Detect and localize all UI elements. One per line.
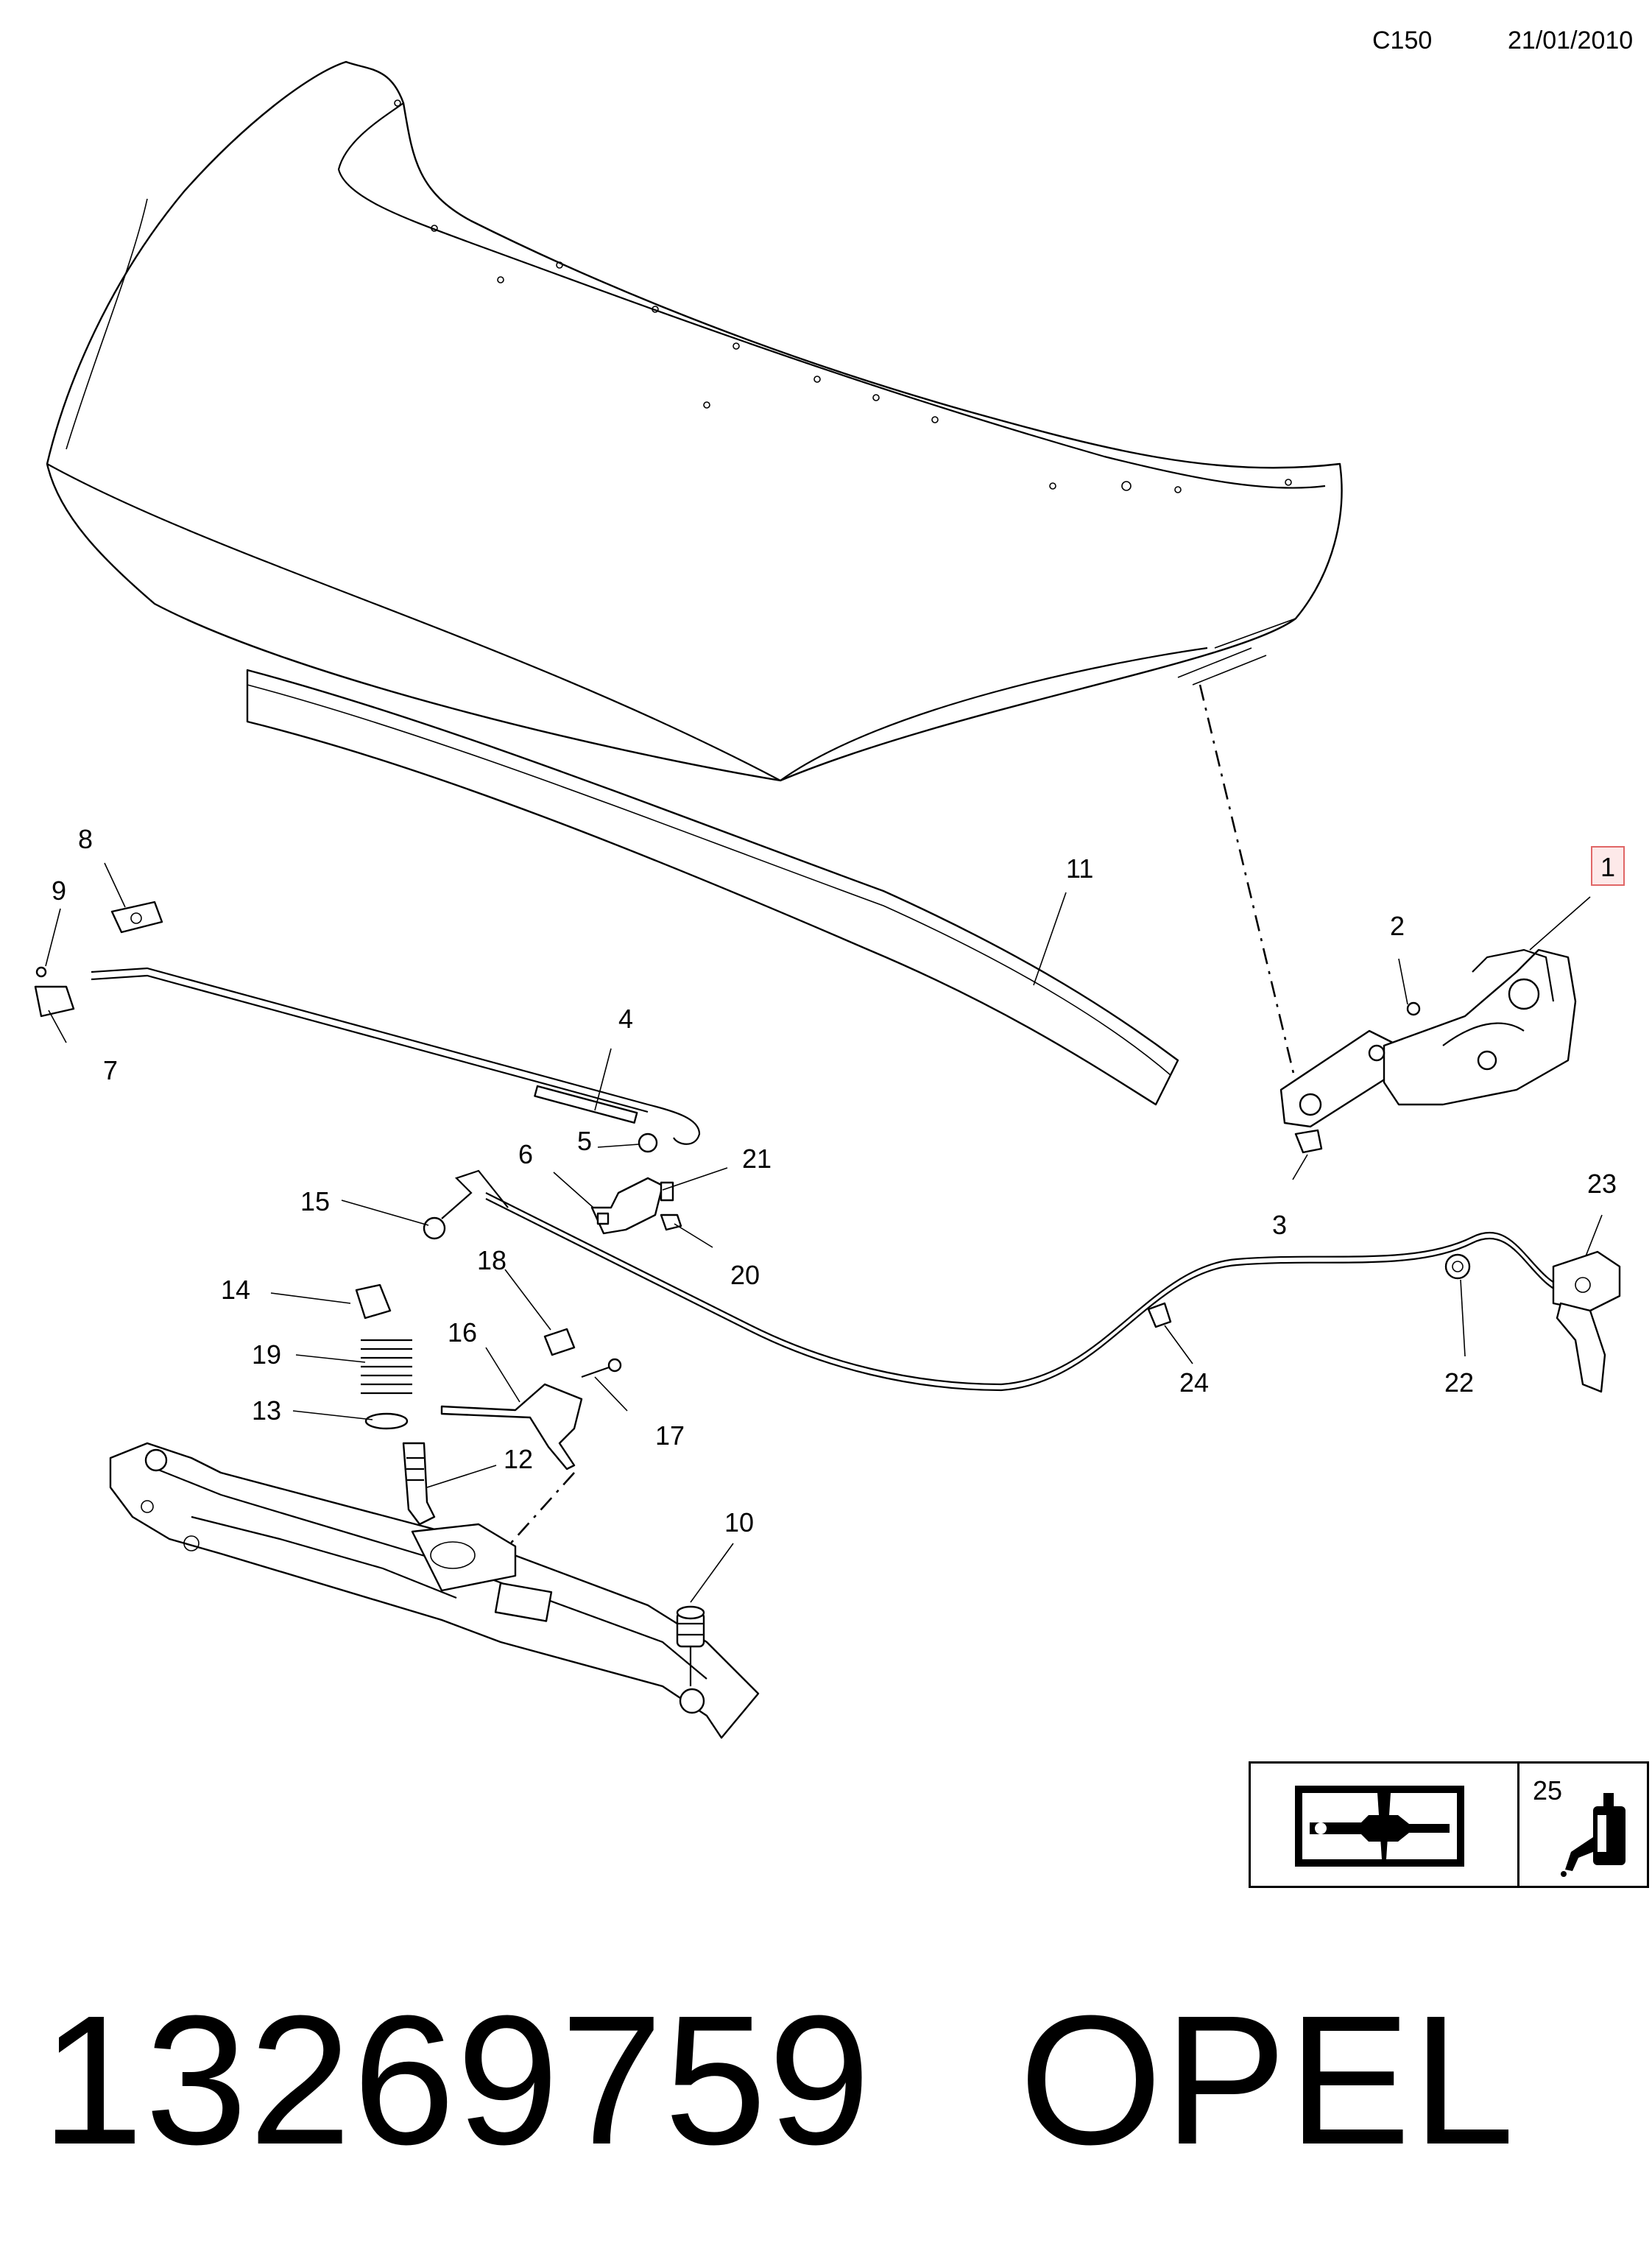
repair-manual-icon [1251,1764,1519,1886]
callout-17[interactable]: 17 [655,1420,685,1451]
callout-16[interactable]: 16 [448,1317,477,1348]
striker-assembly [355,1283,436,1526]
callout-15[interactable]: 15 [300,1186,330,1216]
callout-24[interactable]: 24 [1179,1367,1209,1398]
exploded-parts-diagram: 1 2 3 4 5 6 7 8 9 10 11 12 13 14 15 16 1… [34,60,1625,1739]
callout-1[interactable]: 1 [1600,852,1615,882]
release-handle [1552,1250,1621,1393]
hood-mounting-holes [394,99,1292,493]
callout-18[interactable]: 18 [477,1245,506,1275]
callout-14[interactable]: 14 [221,1275,250,1305]
release-cable [485,1192,1569,1386]
callout-13[interactable]: 13 [252,1395,281,1426]
front-crossmember [109,1442,760,1739]
hood-lock-bracket [590,1132,682,1235]
assembly-line-hood-latch [1199,684,1297,1083]
callout-10[interactable]: 10 [724,1507,754,1537]
legend-item-25: 25 [1519,1764,1647,1886]
callout-11[interactable]: 11 [1066,853,1093,884]
assembly-line-lever-crossmember [507,1472,575,1547]
callout-2[interactable]: 2 [1390,911,1405,941]
callout-1-highlight [1591,846,1625,886]
callout-4[interactable]: 4 [618,1004,633,1034]
callout-23[interactable]: 23 [1587,1169,1617,1199]
callout-22[interactable]: 22 [1444,1367,1474,1398]
sealant-bottle-icon [1561,1793,1625,1877]
lock-spring [423,1169,509,1240]
callout-8[interactable]: 8 [78,824,93,854]
hood-panel [46,60,1343,782]
hood-latch-assembly [1279,948,1577,1154]
legend-box: 25 [1249,1761,1649,1888]
rod-holder [34,966,75,1018]
callout-21[interactable]: 21 [742,1144,772,1174]
part-number: 13269759 [41,1977,872,2183]
callout-5[interactable]: 5 [577,1126,592,1156]
bump-stop [676,1605,705,1686]
callout-20[interactable]: 20 [730,1260,760,1290]
callout-3[interactable]: 3 [1272,1210,1287,1240]
safety-catch-lever [440,1328,622,1470]
rod-clip [110,901,163,934]
callout-6[interactable]: 6 [518,1139,533,1169]
cable-clip [1147,1302,1172,1328]
leader-lines [45,862,1603,1603]
legend-item-number: 25 [1533,1775,1563,1806]
cable-grommet [1444,1253,1471,1280]
diagram-code: C150 [1372,27,1433,54]
callout-7[interactable]: 7 [103,1055,118,1085]
weatherstrip-seal [246,669,1179,1106]
callout-19[interactable]: 19 [252,1339,281,1370]
brand-name: OPEL [1019,1977,1517,2183]
diagram-date: 21/01/2010 [1508,27,1634,54]
callout-9[interactable]: 9 [52,876,66,906]
callout-12[interactable]: 12 [504,1444,533,1474]
hood-support-rod [91,967,701,1145]
